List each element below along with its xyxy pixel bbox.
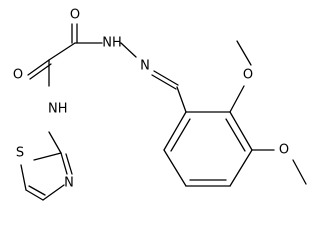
atom-label-n-imine: N <box>140 59 150 74</box>
bond-ch-ring <box>176 86 187 113</box>
bond-thiazole-c5-c4-a <box>25 189 44 201</box>
bond-c1-c2 <box>48 42 76 61</box>
molecule-structure: O O NH N NH S N O O <box>13 8 307 201</box>
bond-nh-n <box>120 42 137 58</box>
bond-thiazole-n-c2-a <box>60 152 68 175</box>
bond-o-upper-methyl <box>236 40 252 66</box>
bond-thiazole-c2-s <box>33 152 62 161</box>
bond-thiazole-c5-c4-b <box>28 185 46 196</box>
atom-label-nh-amide: NH <box>48 102 68 117</box>
bond-benzene-2-3-a <box>229 111 253 151</box>
atom-label-o-left: O <box>13 68 23 83</box>
bond-thiazole-n-c2-b <box>65 153 73 175</box>
atom-label-nh-top: NH <box>102 36 122 51</box>
bond-n-ch-b <box>151 74 177 90</box>
atom-label-o-methoxy-upper: O <box>243 68 253 83</box>
atom-label-o-top: O <box>70 8 80 23</box>
bond-c1-o-left-a <box>27 59 50 76</box>
bond-thiazole-s-c5 <box>20 164 27 191</box>
bond-benzene-2-3-b <box>225 118 246 152</box>
bond-n-ch-a <box>153 70 179 86</box>
atom-label-n-ring: N <box>64 176 74 191</box>
bond-c1-o-left-b <box>29 63 52 80</box>
bond-o-lower-methyl <box>292 159 307 185</box>
bond-thiazole-c4-n <box>42 184 65 201</box>
bond-nh-thiazole <box>48 131 62 154</box>
bond-benzene-6-1-a <box>163 111 187 151</box>
atom-label-o-methoxy-lower: O <box>279 143 289 158</box>
atom-label-s-ring: S <box>16 146 24 161</box>
bond-benzene-5-6 <box>163 149 187 187</box>
bond-benzene-3-4 <box>229 149 253 187</box>
bond-ring-o-upper <box>229 85 245 113</box>
bond-benzene-6-1-b <box>170 118 191 152</box>
